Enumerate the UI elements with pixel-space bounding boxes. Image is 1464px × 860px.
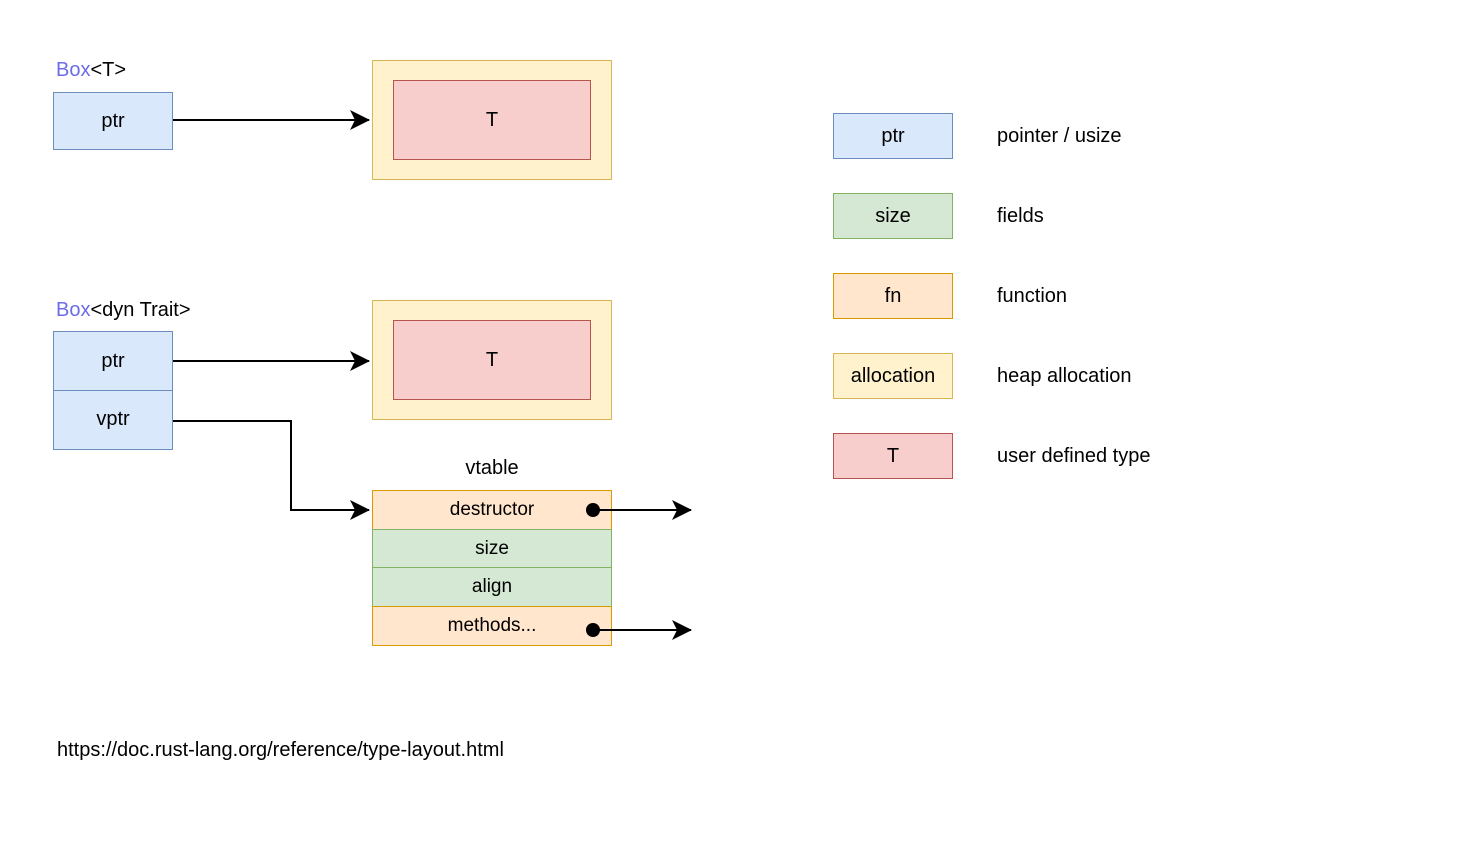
legend-swatch-pointer-label: ptr bbox=[881, 124, 905, 147]
legend-desc-pointer: pointer / usize bbox=[997, 125, 1122, 147]
legend-swatch-allocation: allocation bbox=[833, 353, 953, 399]
vtable-row-methods: methods... bbox=[372, 605, 612, 646]
vtable: destructor size align methods... bbox=[372, 490, 612, 646]
box-dyn-vptr-label: vptr bbox=[96, 408, 130, 430]
box-dyn-title-rest: <dyn Trait> bbox=[90, 299, 191, 321]
vtable-row-align: align bbox=[372, 567, 612, 607]
legend-desc-allocation: heap allocation bbox=[997, 365, 1132, 387]
legend-desc-function: function bbox=[997, 285, 1068, 307]
box-t-title-keyword: Box bbox=[56, 59, 91, 81]
legend-swatch-allocation-label: allocation bbox=[850, 364, 936, 387]
source-url-text: https://doc.rust-lang.org/reference/type… bbox=[57, 739, 504, 761]
box-t-ptr-label: ptr bbox=[101, 109, 125, 132]
legend-swatch-fields: size bbox=[833, 193, 953, 239]
box-t-title: Box<T> bbox=[56, 58, 126, 82]
vtable-title: vtable bbox=[465, 457, 519, 479]
vtable-row-destructor: destructor bbox=[372, 490, 612, 530]
legend-swatch-pointer: ptr bbox=[833, 113, 953, 159]
user-type-box-t: T bbox=[393, 80, 591, 160]
heap-allocation-box-dyn: T bbox=[372, 300, 612, 420]
box-dyn-ptr-label: ptr bbox=[101, 349, 125, 372]
legend-swatch-user-type: T bbox=[833, 433, 953, 479]
box-dyn-title: Box<dyn Trait> bbox=[56, 298, 191, 322]
box-dyn-vptr-cell: vptr bbox=[53, 389, 173, 450]
box-dyn-title-keyword: Box bbox=[56, 299, 91, 321]
vtable-methods-label: methods... bbox=[447, 614, 537, 636]
legend-swatch-function-label: fn bbox=[884, 284, 902, 307]
user-type-box-dyn-label: T bbox=[485, 348, 499, 371]
box-dyn-struct: ptr vptr bbox=[53, 331, 173, 450]
box-dyn-ptr-cell: ptr bbox=[53, 331, 173, 391]
legend-swatch-fields-label: size bbox=[875, 204, 911, 227]
legend-swatch-function: fn bbox=[833, 273, 953, 319]
user-type-box-dyn: T bbox=[393, 320, 591, 400]
legend-desc-user-type: user defined type bbox=[997, 445, 1151, 467]
box-t-title-rest: <T> bbox=[90, 59, 127, 81]
user-type-box-t-label: T bbox=[485, 108, 499, 131]
arrow-vptr-to-vtable bbox=[173, 420, 370, 520]
vtable-align-label: align bbox=[471, 576, 513, 597]
legend-desc-fields: fields bbox=[997, 205, 1044, 227]
vtable-destructor-label: destructor bbox=[449, 499, 535, 520]
vtable-size-label: size bbox=[475, 537, 509, 559]
legend-swatch-user-type-label: T bbox=[886, 444, 900, 467]
vtable-row-size: size bbox=[372, 528, 612, 569]
box-t-ptr-cell: ptr bbox=[53, 92, 173, 150]
heap-allocation-box-t: T bbox=[372, 60, 612, 180]
box-t-struct: ptr bbox=[53, 92, 173, 150]
